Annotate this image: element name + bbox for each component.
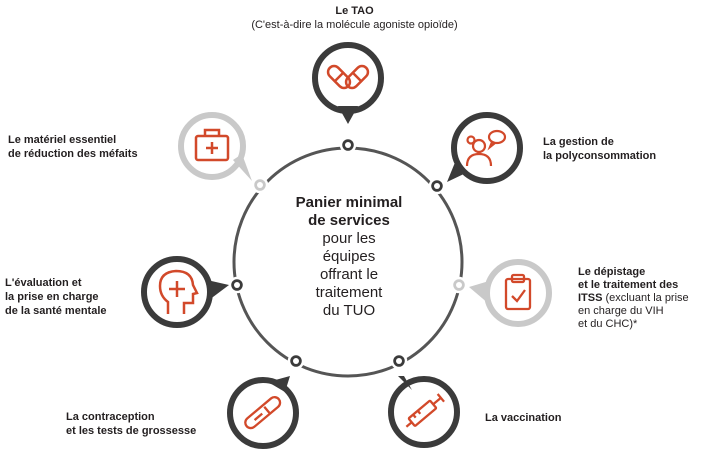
center-line-5: offrant le [319,266,379,283]
sante-line-3: de la santé mentale [5,305,107,317]
top-item-label: Le TAO (C'est-à-dire la molécule agonist… [200,4,509,32]
sante-mentale-bubble [141,256,229,328]
contraception-label: La contraception et les tests de grosses… [66,410,236,438]
people-chat-icon [465,129,507,167]
tao-subtitle: (C'est-à-dire la molécule agoniste opioï… [251,19,458,31]
center-line-2: de services [308,212,390,229]
syringe-icon [405,393,445,428]
materiel-label: Le matériel essentiel de réduction des m… [8,133,178,161]
itss-line-3-rest: (excluant la prise [602,292,689,304]
polyconso-label: La gestion de la polyconsommation [543,135,693,163]
itss-line-2: et le traitement des [578,279,679,291]
itss-label: Le dépistage et le traitement des ITSS (… [578,266,708,331]
contraception-line-1: La contraception [66,411,155,423]
materiel-line-1: Le matériel essentiel [8,134,117,146]
vaccination-label: La vaccination [485,411,605,425]
vaccination-bubble [388,376,460,448]
sante-line-1: L'évaluation et [5,277,82,289]
center-text: Panier minimal de services pour les équi… [278,194,420,320]
itss-line-5: et du CHC)* [578,318,638,330]
itss-line-1: Le dépistage [578,266,646,278]
materiel-line-2: de réduction des méfaits [8,148,138,160]
thermometer-icon [244,396,282,430]
clipboard-check-icon [504,273,532,311]
itss-line-4: en charge du VIH [578,305,664,317]
ring-dots [228,136,468,370]
polyconsommation-bubble [447,112,523,184]
sante-mentale-label: L'évaluation et la prise en charge de la… [5,276,145,318]
itss-bubble [469,259,552,327]
contraception-bubble [227,376,299,449]
tao-title: Le TAO [335,5,374,17]
center-line-3: pour les [322,230,376,247]
materiel-bubble [178,112,252,181]
contraception-line-2: et les tests de grossesse [66,425,197,437]
vaccination-line-1: La vaccination [485,412,562,424]
sante-line-2: la prise en charge [5,291,99,303]
pills-icon [326,64,370,90]
first-aid-kit-icon [194,128,230,162]
itss-line-3-bold: ITSS [578,292,603,304]
polyconso-line-1: La gestion de [543,136,614,148]
polyconso-line-2: la polyconsommation [543,150,657,162]
center-line-1: Panier minimal [295,194,403,211]
center-line-4: équipes [322,248,376,265]
center-line-6: traitement [315,284,383,301]
head-cross-icon [158,269,199,314]
pills-bubble [312,42,384,124]
center-line-7: du TUO [322,302,376,319]
